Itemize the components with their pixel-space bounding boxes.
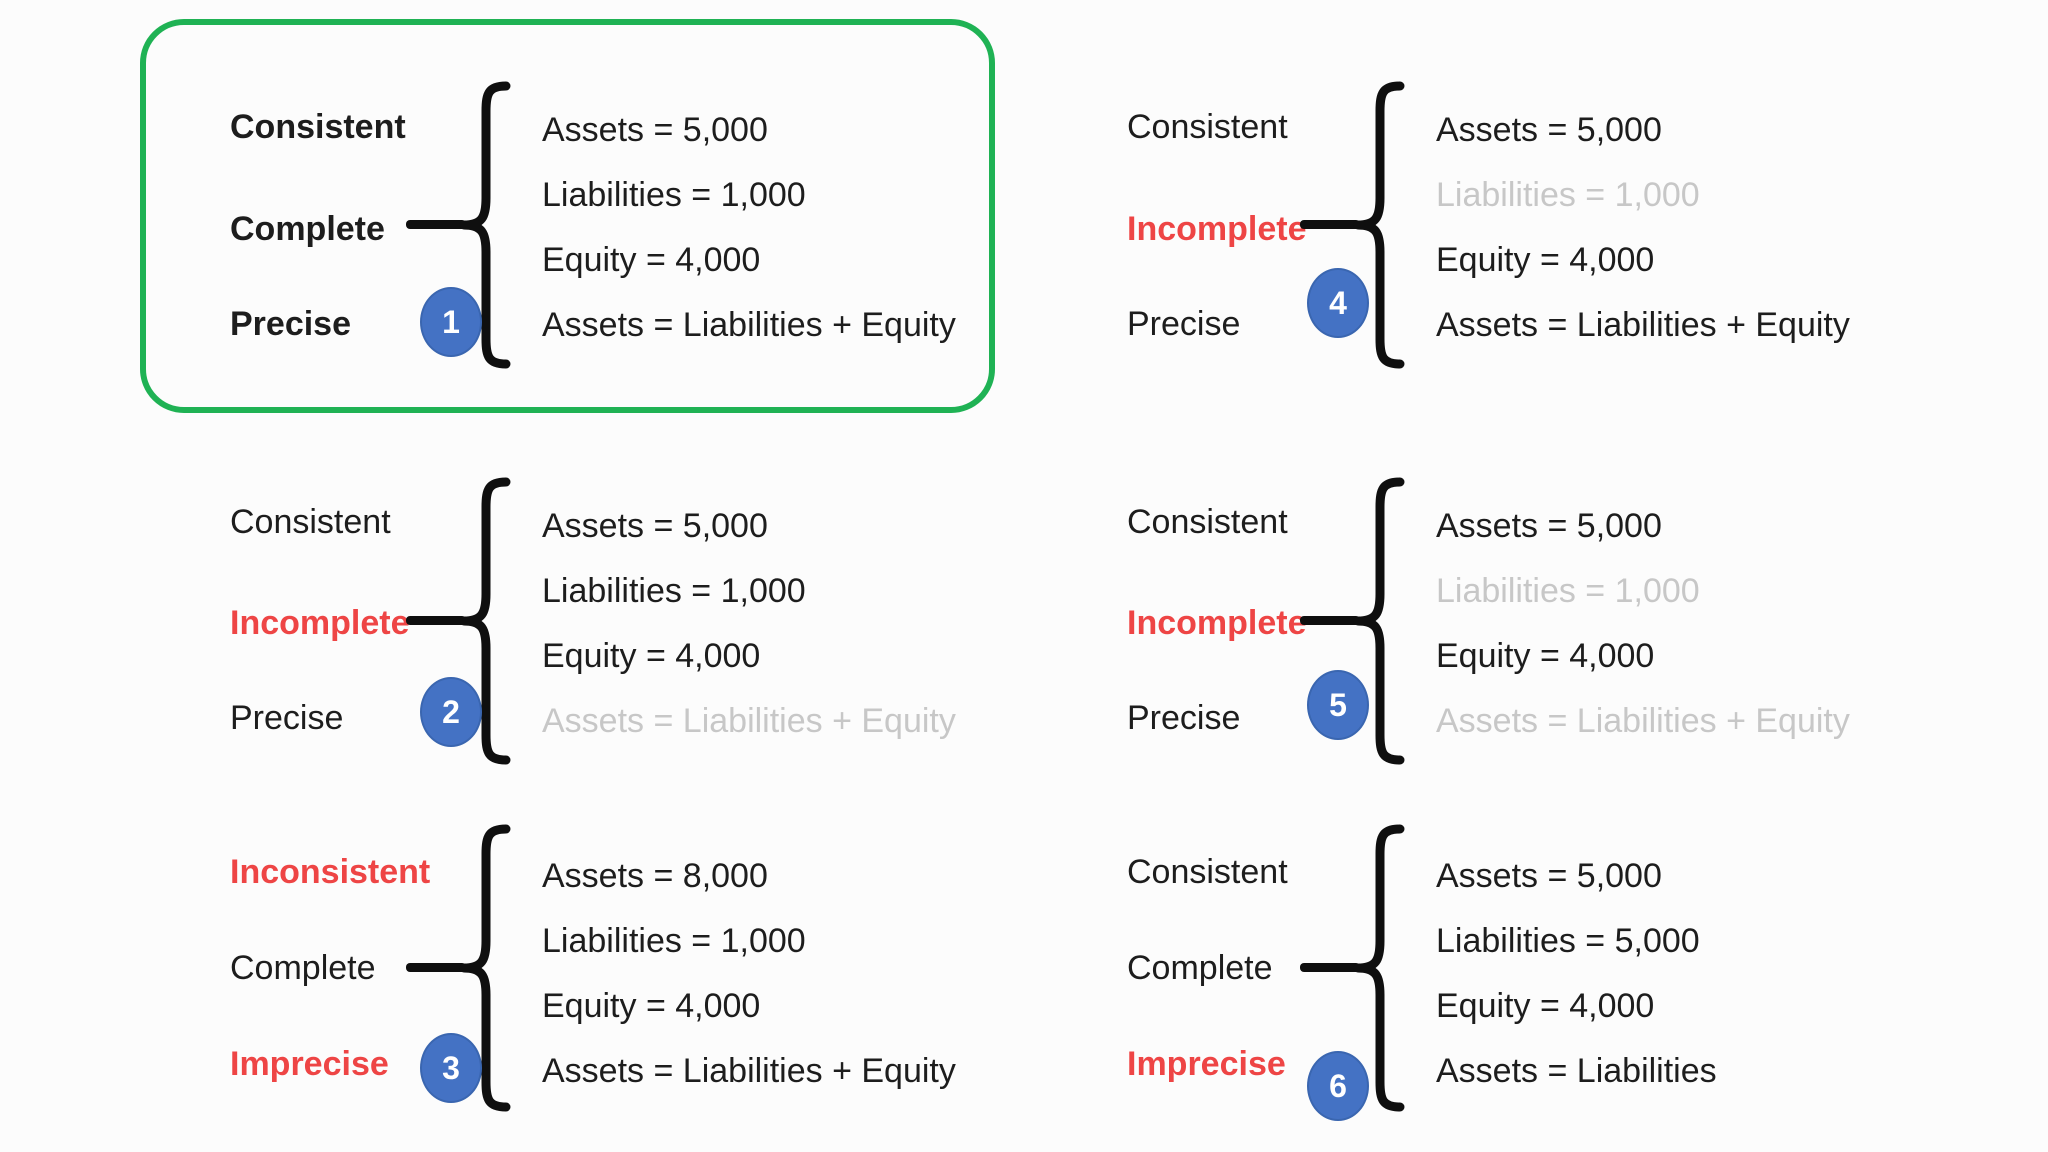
- quality-label: Consistent: [1127, 108, 1288, 146]
- equation-line: Assets = Liabilities: [1436, 1052, 1717, 1090]
- label-connector-line: [1300, 220, 1360, 229]
- quality-label: Complete: [1127, 949, 1273, 987]
- equation-line: Equity = 4,000: [542, 987, 761, 1025]
- label-connector-line: [1300, 616, 1360, 625]
- equation-line: Assets = 5,000: [1436, 111, 1662, 149]
- step-number-badge: 2: [420, 677, 482, 747]
- equation-line: Assets = 5,000: [542, 507, 768, 545]
- label-connector-line: [406, 963, 466, 972]
- equation-line: Assets = Liabilities + Equity: [542, 702, 956, 740]
- equation-line: Equity = 4,000: [1436, 637, 1655, 675]
- quality-label: Precise: [230, 305, 351, 343]
- equation-line: Equity = 4,000: [542, 637, 761, 675]
- step-number-badge: 3: [420, 1033, 482, 1103]
- quality-label: Complete: [230, 949, 376, 987]
- quality-label: Precise: [1127, 305, 1241, 343]
- equation-line: Assets = Liabilities + Equity: [1436, 702, 1850, 740]
- equation-line: Assets = 5,000: [1436, 857, 1662, 895]
- quality-label: Consistent: [1127, 853, 1288, 891]
- quality-label: Incomplete: [230, 604, 410, 642]
- equation-line: Assets = Liabilities + Equity: [542, 1052, 956, 1090]
- step-number-badge: 4: [1307, 268, 1369, 338]
- equation-line: Equity = 4,000: [1436, 241, 1655, 279]
- quality-label: Consistent: [1127, 503, 1288, 541]
- quality-label: Incomplete: [1127, 210, 1307, 248]
- quality-label: Imprecise: [1127, 1045, 1286, 1083]
- equation-line: Liabilities = 1,000: [1436, 176, 1700, 214]
- step-number-badge: 1: [420, 287, 482, 357]
- step-number-badge: 5: [1307, 670, 1369, 740]
- equation-line: Equity = 4,000: [542, 241, 761, 279]
- step-number-badge: 6: [1307, 1051, 1369, 1121]
- equation-line: Liabilities = 1,000: [542, 572, 806, 610]
- equation-line: Liabilities = 5,000: [1436, 922, 1700, 960]
- label-connector-line: [406, 616, 466, 625]
- equation-line: Assets = 8,000: [542, 857, 768, 895]
- equation-line: Liabilities = 1,000: [542, 922, 806, 960]
- highlight-outline: [140, 19, 995, 413]
- equation-line: Assets = 5,000: [542, 111, 768, 149]
- quality-label: Imprecise: [230, 1045, 389, 1083]
- equation-line: Assets = 5,000: [1436, 507, 1662, 545]
- quality-label: Precise: [1127, 699, 1241, 737]
- quality-label: Consistent: [230, 503, 391, 541]
- quality-label: Consistent: [230, 108, 406, 146]
- quality-label: Incomplete: [1127, 604, 1307, 642]
- equation-line: Equity = 4,000: [1436, 987, 1655, 1025]
- label-connector-line: [406, 220, 466, 229]
- quality-label: Complete: [230, 210, 385, 248]
- equation-line: Liabilities = 1,000: [542, 176, 806, 214]
- label-connector-line: [1300, 963, 1360, 972]
- equation-line: Assets = Liabilities + Equity: [542, 306, 956, 344]
- quality-label: Precise: [230, 699, 344, 737]
- equation-line: Assets = Liabilities + Equity: [1436, 306, 1850, 344]
- equation-line: Liabilities = 1,000: [1436, 572, 1700, 610]
- quality-label: Inconsistent: [230, 853, 431, 891]
